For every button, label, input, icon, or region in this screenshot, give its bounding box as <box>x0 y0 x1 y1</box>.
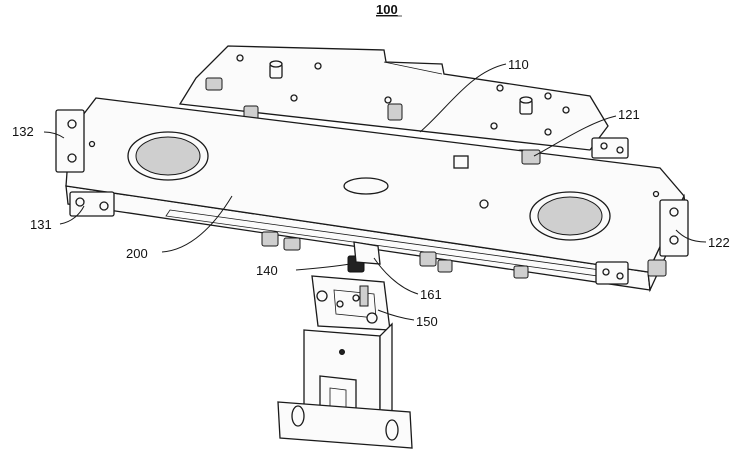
label-121: 121 <box>618 107 640 122</box>
connector-140 <box>347 241 381 273</box>
label-122: 122 <box>708 235 730 250</box>
label-110: 110 <box>508 57 529 72</box>
leader-110 <box>419 63 507 133</box>
leader-132 <box>43 131 65 139</box>
leader-122 <box>675 229 707 243</box>
clamp-131 <box>69 191 115 217</box>
leader-140 <box>295 263 351 271</box>
leader-150 <box>377 309 415 321</box>
clamp-121 <box>521 137 629 165</box>
label-131: 131 <box>30 217 52 232</box>
leader-121 <box>533 115 617 157</box>
label-150: 150 <box>416 314 438 329</box>
main-plate-200 <box>65 97 687 293</box>
figure-reference-number: 100 <box>376 2 398 17</box>
label-132: 132 <box>12 124 34 139</box>
label-140: 140 <box>256 263 278 278</box>
leader-200 <box>161 195 233 253</box>
clamp-122 <box>647 199 689 277</box>
leader-161 <box>373 257 419 295</box>
leader-131 <box>59 205 85 225</box>
clamp-132 <box>55 109 85 173</box>
label-200: 200 <box>126 246 148 261</box>
label-161: 161 <box>420 287 442 302</box>
support-stand-150 <box>277 275 413 449</box>
front-edge-blocks <box>261 231 629 285</box>
back-plate-110 <box>178 45 609 163</box>
